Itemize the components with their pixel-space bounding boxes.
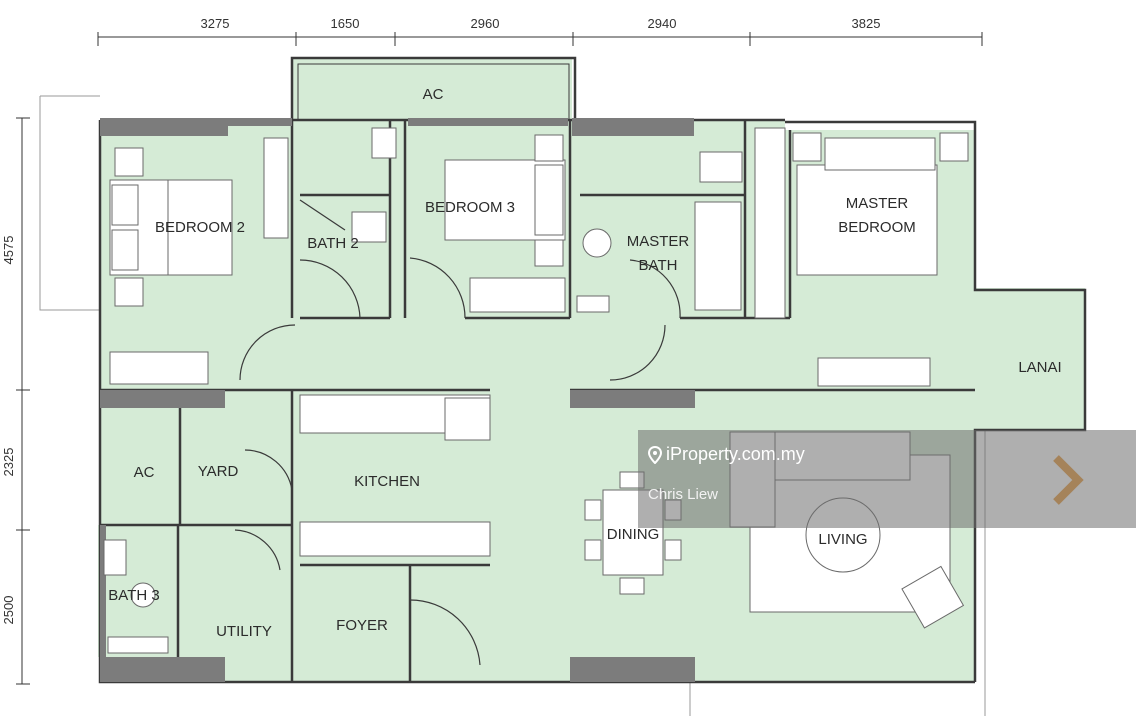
dimension-lines xyxy=(16,32,983,685)
label-lanai: LANAI xyxy=(1018,359,1061,376)
dimension-labels: 3275 1650 2960 2940 3825 4575 2325 2500 xyxy=(1,16,880,624)
label-kitchen: KITCHEN xyxy=(354,473,420,490)
label-ac-top: AC xyxy=(423,86,444,103)
bed-master xyxy=(796,164,938,276)
brand-watermark: iProperty.com.my xyxy=(648,444,805,465)
label-yard: YARD xyxy=(198,463,239,480)
dim-left-3: 2500 xyxy=(1,596,16,625)
fill-ac-top xyxy=(292,58,572,120)
label-living: LIVING xyxy=(818,531,867,548)
label-foyer: FOYER xyxy=(336,617,388,634)
label-master-bath-1: MASTER xyxy=(627,233,690,250)
dim-top-2: 1650 xyxy=(331,16,360,31)
label-bedroom2: BEDROOM 2 xyxy=(155,219,245,236)
brand-text: iProperty.com.my xyxy=(666,444,805,464)
label-bedroom3: BEDROOM 3 xyxy=(425,199,515,216)
label-master-bedroom-2: BEDROOM xyxy=(838,219,916,236)
label-ac-left: AC xyxy=(134,464,155,481)
door-swings xyxy=(234,199,681,666)
room-labels: AC BEDROOM 2 BATH 2 BEDROOM 3 MASTER BAT… xyxy=(108,86,1061,640)
label-master-bath-2: BATH xyxy=(639,257,678,274)
label-bath2: BATH 2 xyxy=(307,235,358,252)
label-bath3: BATH 3 xyxy=(108,587,159,604)
dim-left-2: 2325 xyxy=(1,448,16,477)
chevron-right-icon[interactable] xyxy=(1048,452,1088,508)
dim-top-3: 2960 xyxy=(471,16,500,31)
dim-top-1: 3275 xyxy=(201,16,230,31)
label-utility: UTILITY xyxy=(216,623,272,640)
location-pin-icon xyxy=(648,445,662,464)
watermark-overlay: iProperty.com.my Chris Liew xyxy=(638,430,1136,528)
label-dining: DINING xyxy=(607,526,660,543)
dim-top-5: 3825 xyxy=(852,16,881,31)
dim-left-1: 4575 xyxy=(1,236,16,265)
dim-top-4: 2940 xyxy=(648,16,677,31)
agent-name: Chris Liew xyxy=(648,486,719,503)
wall-blocks xyxy=(100,118,695,682)
label-master-bedroom-1: MASTER xyxy=(846,195,909,212)
furniture xyxy=(103,127,969,654)
